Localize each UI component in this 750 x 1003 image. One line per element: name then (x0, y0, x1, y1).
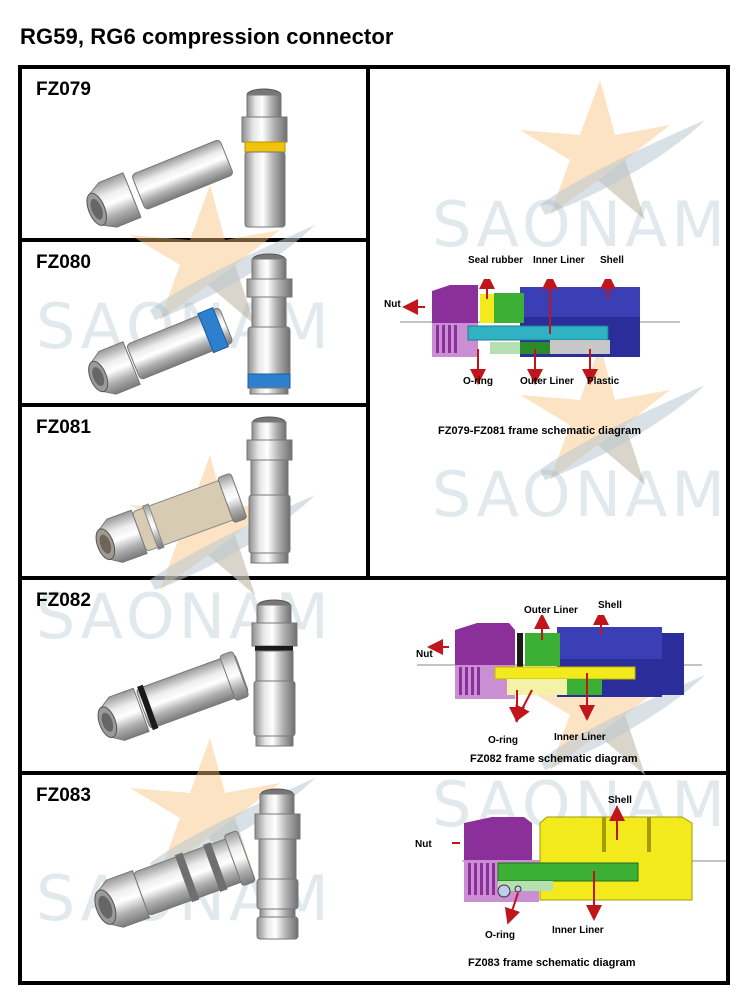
model-label: FZ081 (36, 417, 91, 438)
watermark-text: SAONAM (432, 458, 729, 531)
connector-photo-vertical (246, 416, 293, 564)
model-label: FZ080 (36, 252, 91, 273)
label-nut: Nut (384, 299, 401, 310)
label-o-ring: O-ring (463, 376, 493, 387)
label-seal-rubber: Seal rubber (468, 255, 524, 266)
connector-photo-vertical (251, 599, 298, 747)
schematic-diagram-fz082 (417, 615, 702, 723)
column-divider (366, 65, 370, 580)
connector-photo-horizontal (97, 651, 249, 741)
model-label: FZ079 (36, 79, 91, 100)
model-label: FZ082 (36, 590, 91, 611)
row-divider-3 (18, 576, 730, 580)
product-cell-fz082: FZ082 (22, 580, 726, 771)
row-divider-2 (18, 403, 370, 407)
diagram-caption: FZ079-FZ081 frame schematic diagram (438, 425, 641, 437)
connector-photo-vertical (246, 253, 293, 395)
diagram-caption: FZ082 frame schematic diagram (470, 753, 638, 765)
label-nut: Nut (416, 649, 433, 660)
label-outer-liner: Outer Liner (524, 605, 578, 616)
watermark-text: SAONAM (432, 188, 729, 261)
connector-photo-horizontal (94, 830, 256, 928)
label-o-ring: O-ring (485, 930, 515, 941)
label-nut: Nut (415, 839, 432, 850)
label-inner-liner: Inner Liner (554, 732, 606, 743)
connector-photo-vertical (241, 88, 288, 228)
label-inner-liner: Inner Liner (552, 925, 604, 936)
page-title: RG59, RG6 compression connector (20, 24, 394, 49)
connector-photo-horizontal (88, 306, 233, 395)
model-label: FZ083 (36, 785, 91, 806)
label-shell: Shell (600, 255, 624, 266)
product-cell-fz080: FZ080 (22, 242, 366, 403)
label-shell: Shell (598, 600, 622, 611)
label-inner-liner: Inner Liner (533, 255, 585, 266)
diagram-caption: FZ083 frame schematic diagram (468, 957, 636, 969)
connector-photo-horizontal (86, 139, 233, 228)
schematic-diagram-fz079-fz081 (400, 279, 680, 385)
label-outer-liner: Outer Liner (520, 376, 574, 387)
row-divider-4 (18, 771, 730, 775)
product-cell-fz083: FZ083 Nut (22, 775, 726, 981)
diagram-cell-fz079-fz081: Nut Seal rubber Inner Liner Shell O-ring… (370, 69, 726, 576)
label-o-ring: O-ring (488, 735, 518, 746)
product-table-frame (18, 65, 730, 985)
product-cell-fz081: FZ081 (22, 407, 366, 576)
connector-photo-vertical (254, 788, 301, 940)
label-plastic: Plastic (587, 376, 620, 387)
connector-photo-horizontal (95, 473, 247, 563)
label-shell: Shell (608, 795, 632, 806)
schematic-diagram-fz083 (452, 805, 726, 925)
product-cell-fz079: FZ079 (22, 69, 366, 238)
